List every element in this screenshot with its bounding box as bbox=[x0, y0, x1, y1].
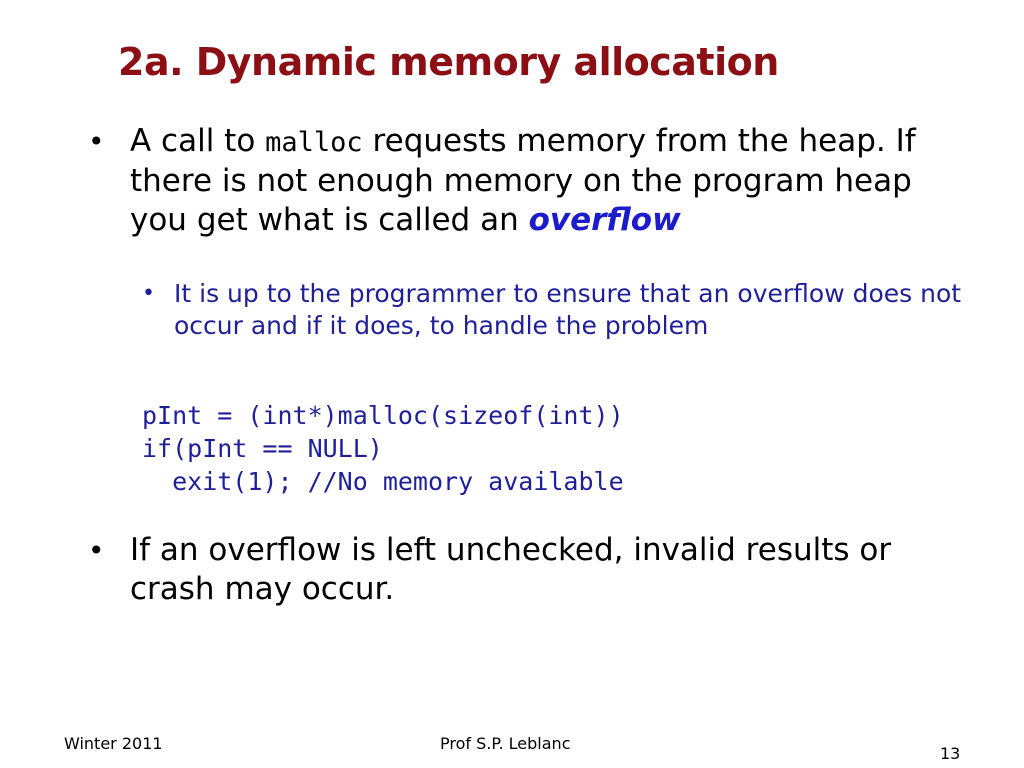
bullet-text-body: requests memory from the heap. If there … bbox=[130, 123, 916, 238]
overflow-term: overflow bbox=[528, 202, 681, 238]
code-line: pInt = (int*)malloc(sizeof(int)) bbox=[142, 401, 624, 430]
bullet-dot: • bbox=[88, 125, 105, 158]
malloc-code-term: malloc bbox=[265, 127, 363, 158]
code-line: if(pInt == NULL) bbox=[142, 434, 383, 463]
slide-title: 2a. Dynamic memory allocation bbox=[118, 40, 779, 84]
bullet-text: A call to malloc requests memory from th… bbox=[130, 122, 938, 240]
footer-author: Prof S.P. Leblanc bbox=[440, 734, 571, 753]
bullet-text-prefix: A call to bbox=[130, 123, 266, 159]
code-block: pInt = (int*)malloc(sizeof(int)) if(pInt … bbox=[142, 399, 624, 498]
bullet-text: If an overflow is left unchecked, invali… bbox=[130, 532, 892, 607]
slide-page-number: 13 bbox=[940, 744, 961, 763]
sub-bullet-text: It is up to the programmer to ensure tha… bbox=[174, 279, 962, 340]
footer-term: Winter 2011 bbox=[64, 734, 163, 753]
bullet-dot: • bbox=[88, 534, 105, 567]
code-line: exit(1); //No memory available bbox=[142, 467, 624, 496]
sub-bullet-dot: • bbox=[142, 281, 155, 306]
